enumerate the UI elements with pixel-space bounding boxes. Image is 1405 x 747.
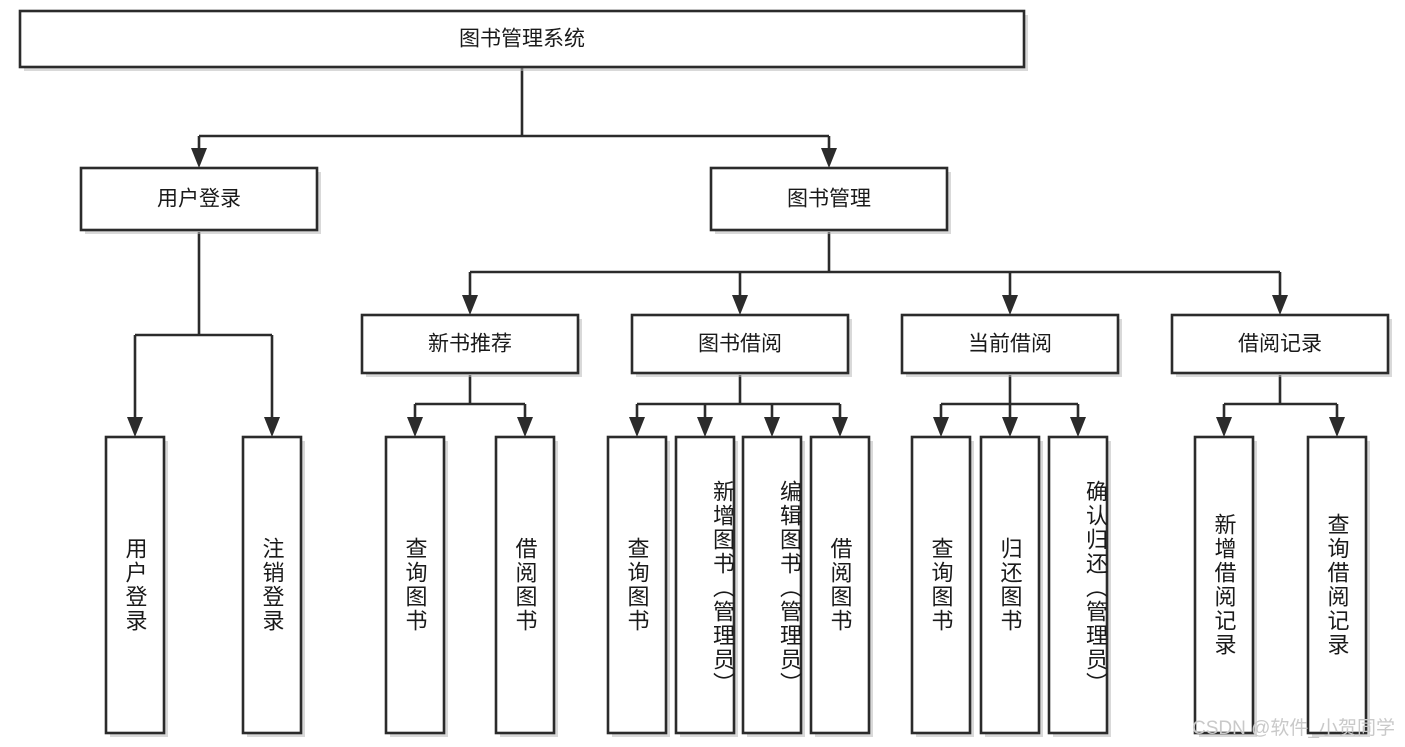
arrow-to-leaf-query-book-2 (629, 417, 645, 437)
arrow-root-to-book-management (821, 148, 837, 168)
node-user-login-box[interactable] (79, 166, 319, 232)
arrow-to-leaf-add-record (1216, 417, 1232, 437)
node-current-borrow-box[interactable] (900, 313, 1120, 375)
node-root-label: 图书管理系统 (459, 28, 585, 51)
node-leaf-confirm-return-box[interactable] (1047, 435, 1109, 735)
node-book-management-box[interactable] (709, 166, 949, 232)
node-current-borrow-label: 当前借阅 (968, 333, 1052, 356)
node-new-book-recommend-label: 新书推荐 (428, 333, 512, 356)
node-book-management-label: 图书管理 (787, 188, 871, 211)
node-layer: 图书管理系统 用户登录 图书管理 新书推荐 图书借阅 当前借阅 借阅记录 (18, 9, 1392, 737)
arrow-to-leaf-query-record (1329, 417, 1345, 437)
node-leaf-return-book-box[interactable] (979, 435, 1041, 735)
arrow-to-leaf-confirm-return (1070, 417, 1086, 437)
node-borrow-record-box[interactable] (1170, 313, 1390, 375)
node-leaf-user-login-box[interactable] (104, 435, 166, 735)
arrow-to-leaf-borrow-book-2 (832, 417, 848, 437)
edge-layer (127, 67, 1345, 437)
arrow-to-leaf-user-login (127, 417, 143, 437)
node-leaf-query-book-3-box[interactable] (910, 435, 972, 735)
node-leaf-edit-book-box[interactable] (741, 435, 803, 735)
arrow-to-leaf-query-book-1 (407, 417, 423, 437)
arrow-to-new-book-recommend (462, 295, 478, 315)
csdn-watermark: CSDN @软件_小贺同学 (1192, 718, 1395, 739)
node-book-borrow-label: 图书借阅 (698, 333, 782, 356)
arrow-to-leaf-return-book (1002, 417, 1018, 437)
node-leaf-user-logout-box[interactable] (241, 435, 303, 735)
arrow-to-book-borrow (732, 295, 748, 315)
arrow-to-current-borrow (1002, 295, 1018, 315)
arrow-to-leaf-borrow-book-1 (517, 417, 533, 437)
node-user-login-label: 用户登录 (157, 188, 241, 211)
node-borrow-record-label: 借阅记录 (1238, 333, 1322, 356)
node-leaf-borrow-book-1-box[interactable] (494, 435, 556, 735)
node-book-borrow-box[interactable] (630, 313, 850, 375)
arrow-to-leaf-user-logout (264, 417, 280, 437)
node-leaf-add-record-box[interactable] (1193, 435, 1255, 735)
arrow-root-to-user-login (191, 148, 207, 168)
node-leaf-query-record-box[interactable] (1306, 435, 1368, 735)
node-leaf-borrow-book-2-box[interactable] (809, 435, 871, 735)
node-leaf-query-book-2-box[interactable] (606, 435, 668, 735)
arrow-to-leaf-query-book-3 (933, 417, 949, 437)
arrow-to-leaf-edit-book (764, 417, 780, 437)
node-root-box[interactable] (18, 9, 1026, 69)
node-leaf-add-book-box[interactable] (674, 435, 736, 735)
arrow-to-leaf-add-book (697, 417, 713, 437)
node-new-book-recommend-box[interactable] (360, 313, 580, 375)
node-leaf-query-book-1-box[interactable] (384, 435, 446, 735)
arrow-to-borrow-record (1272, 295, 1288, 315)
